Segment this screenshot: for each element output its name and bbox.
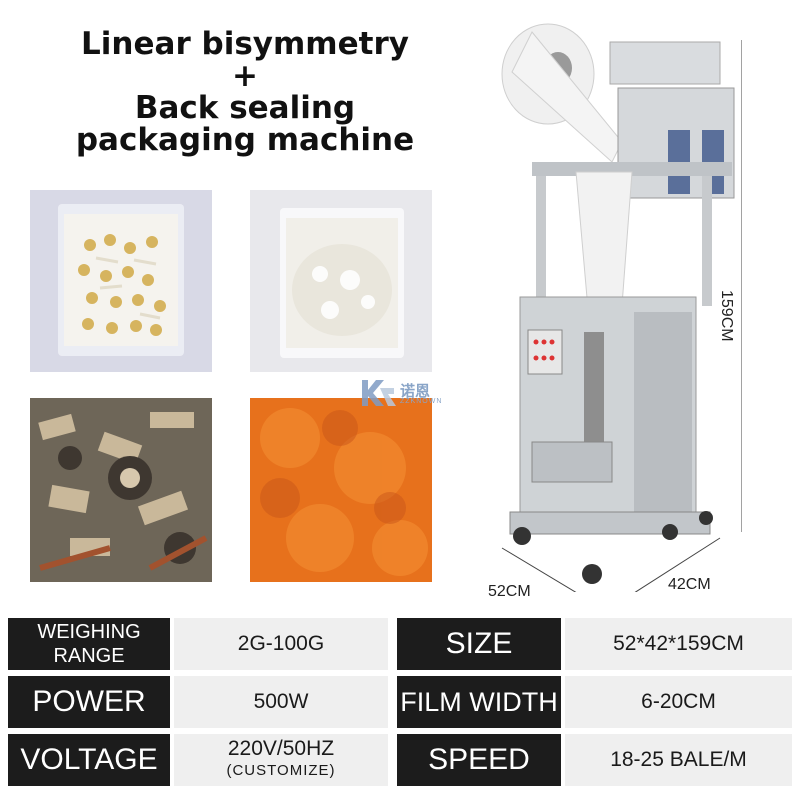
film-roll-icon xyxy=(501,23,623,163)
width-dimension: 52CM xyxy=(488,583,531,600)
product-title: Linear bisymmetry + Back sealing packagi… xyxy=(40,28,450,156)
weighing-range-label: WEIGHING RANGE xyxy=(8,618,170,670)
title-line-4: packaging machine xyxy=(75,122,415,158)
film-width-value: 6-20CM xyxy=(565,676,792,728)
voltage-value-main: 220V/50HZ xyxy=(227,737,335,760)
watermark-text: 诺恩 xyxy=(400,383,431,400)
size-label: SIZE xyxy=(397,618,561,670)
power-label: POWER xyxy=(8,676,170,728)
title-line-3: Back sealing xyxy=(134,90,356,126)
brand-logo-icon xyxy=(358,378,468,408)
sample-photo-powder-bag xyxy=(250,190,432,372)
height-dimension: 159CM xyxy=(718,290,735,342)
title-line-2: + xyxy=(232,58,258,94)
depth-dimension: 42CM xyxy=(668,576,711,593)
speed-value: 18-25 BALE/M xyxy=(565,734,792,786)
size-value: 52*42*159CM xyxy=(565,618,792,670)
weighing-range-label-line2: RANGE xyxy=(53,645,125,667)
packaging-machine-image xyxy=(492,12,742,592)
wheel-icon xyxy=(513,511,713,584)
power-value: 500W xyxy=(174,676,388,728)
voltage-value: 220V/50HZ (CUSTOMIZE) xyxy=(174,734,388,786)
speed-label: SPEED xyxy=(397,734,561,786)
film-width-label: FILM WIDTH xyxy=(397,676,561,728)
voltage-value-note: (CUSTOMIZE) xyxy=(226,762,336,779)
watermark-subtext: ZZKNOWN xyxy=(400,398,443,405)
sample-photo-chili-powder xyxy=(250,398,432,582)
title-line-1: Linear bisymmetry xyxy=(81,26,409,62)
weighing-range-label-line1: WEIGHING xyxy=(37,621,141,643)
weighing-range-value: 2G-100G xyxy=(174,618,388,670)
voltage-label: VOLTAGE xyxy=(8,734,170,786)
sample-photo-beans-bag xyxy=(30,190,212,372)
sample-photo-herbs xyxy=(30,398,212,582)
